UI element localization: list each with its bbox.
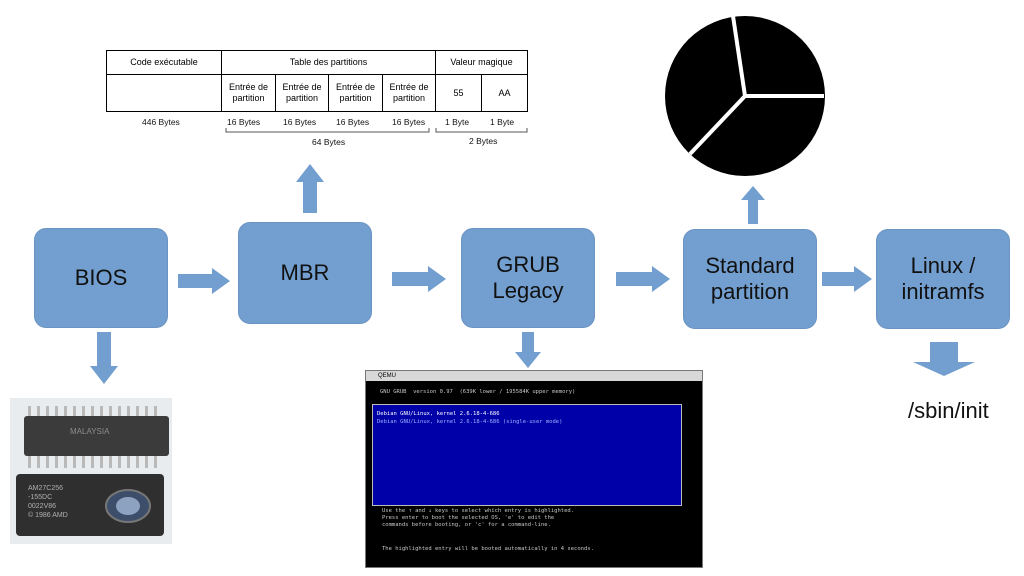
sbin-init-label: /sbin/init bbox=[908, 398, 989, 423]
standard-partition-box: Standard partition bbox=[683, 229, 817, 329]
size-code: 446 Bytes bbox=[142, 117, 180, 127]
arrow-bios-mbr bbox=[178, 268, 230, 294]
size-entry-4: 16 Bytes bbox=[392, 117, 426, 127]
arrow-bios-down bbox=[90, 332, 118, 384]
magic-55: 55 bbox=[435, 74, 482, 112]
grub-entry-selected[interactable]: Debian GNU/Linux, kernel 2.6.18-4-686 bbox=[377, 411, 500, 417]
code-cell bbox=[106, 74, 222, 112]
terminal-titlebar: QEMU bbox=[366, 371, 702, 381]
bios-label: BIOS bbox=[74, 265, 128, 290]
size-entry-2: 16 Bytes bbox=[283, 117, 317, 127]
mbr-box: MBR bbox=[238, 222, 372, 324]
size-entry-1: 16 Bytes bbox=[227, 117, 261, 127]
size-table-total: 64 Bytes bbox=[312, 137, 346, 147]
arrow-standard-linux bbox=[822, 266, 872, 292]
grub-help-text: Use the ↑ and ↓ keys to select which ent… bbox=[382, 508, 575, 528]
partition-entry-4: Entrée de partition bbox=[382, 74, 436, 112]
terminal-title: QEMU bbox=[378, 373, 396, 379]
header-code: Code exécutable bbox=[106, 50, 222, 75]
bios-box: BIOS bbox=[34, 228, 168, 328]
partition-entry-3: Entrée de partition bbox=[328, 74, 383, 112]
header-partition-table: Table des partitions bbox=[221, 50, 436, 75]
size-entry-3: 16 Bytes bbox=[336, 117, 370, 127]
size-byte-aa: 1 Byte bbox=[490, 117, 515, 127]
arrow-mbr-grub bbox=[392, 266, 446, 292]
grub-countdown: The highlighted entry will be booted aut… bbox=[382, 546, 594, 552]
arrow-standard-up bbox=[741, 186, 765, 224]
grub-header: GNU GRUB version 0.97 (639K lower / 1955… bbox=[380, 389, 576, 395]
mbr-structure-table: Code exécutable Table des partitions Val… bbox=[106, 50, 528, 112]
size-byte-55: 1 Byte bbox=[445, 117, 470, 127]
arrow-mbr-up bbox=[296, 164, 324, 213]
top-chip-label: MALAYSIA bbox=[70, 427, 110, 436]
arrow-linux-down bbox=[913, 342, 975, 376]
grub-entry-single[interactable]: Debian GNU/Linux, kernel 2.6.18-4-686 (s… bbox=[377, 419, 563, 425]
header-magic: Valeur magique bbox=[435, 50, 528, 75]
partition-entry-1: Entrée de partition bbox=[221, 74, 276, 112]
grub-box: GRUB Legacy bbox=[461, 228, 595, 328]
arrow-grub-down bbox=[515, 332, 541, 368]
mbr-label: MBR bbox=[280, 260, 330, 285]
linux-label: Linux / initramfs bbox=[901, 253, 985, 304]
grub-label: GRUB Legacy bbox=[492, 252, 564, 303]
standard-label: Standard partition bbox=[705, 253, 795, 304]
size-magic-total: 2 Bytes bbox=[469, 136, 498, 146]
partition-pie-chart bbox=[665, 15, 825, 176]
grub-menu: Debian GNU/Linux, kernel 2.6.18-4-686 De… bbox=[372, 404, 682, 506]
linux-initramfs-box: Linux / initramfs bbox=[876, 229, 1010, 329]
partition-entry-2: Entrée de partition bbox=[275, 74, 329, 112]
arrow-grub-standard bbox=[616, 266, 670, 292]
magic-aa: AA bbox=[481, 74, 528, 112]
